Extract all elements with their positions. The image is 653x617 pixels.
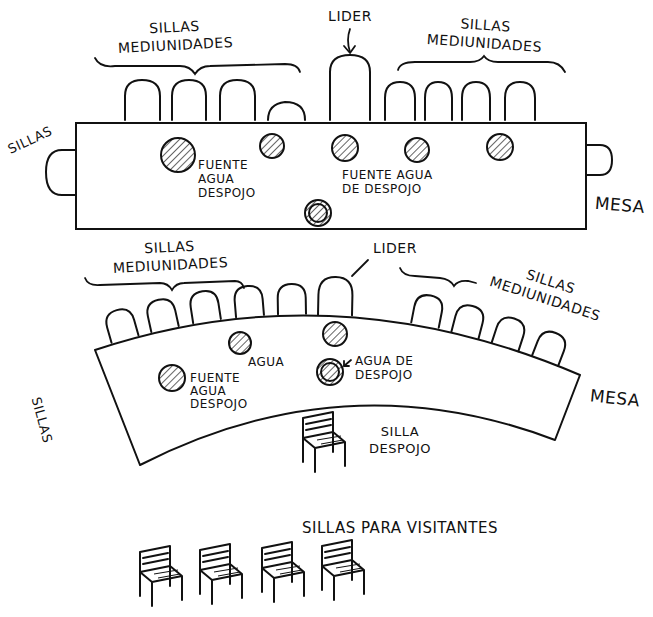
visitor-chairs <box>140 540 364 606</box>
bowls-table-one-part <box>260 134 284 158</box>
plain-label: LIDER <box>373 239 417 257</box>
bowls-table-two-part <box>321 363 339 381</box>
curved-chairs-part <box>318 277 353 316</box>
curved-chairs-part <box>532 328 569 366</box>
bowls-table-one-part <box>161 138 195 172</box>
leader-arrows-part <box>348 29 350 52</box>
top-chairs-part <box>425 82 452 120</box>
bowls-table-one-part <box>487 134 513 160</box>
brackets-part <box>85 278 244 290</box>
curved-chairs-part <box>189 289 221 323</box>
top-chairs-part <box>220 80 255 120</box>
plain-label: SILLAS MEDIUNIDADES <box>116 15 233 57</box>
bowls-table-one-part <box>309 204 327 222</box>
plain-label: SILLAS <box>5 122 55 157</box>
bowls-table-one-part <box>405 138 429 162</box>
bowls-table-two <box>159 322 347 391</box>
curved-chairs-part <box>145 297 179 332</box>
plain-label: MESA <box>594 192 646 218</box>
bowls-table-one-part <box>305 200 331 226</box>
brackets-part <box>398 56 565 72</box>
brackets-part <box>95 58 300 74</box>
table-note: AGUA DE DESPOJO <box>355 354 435 382</box>
curved-chairs-part <box>277 284 306 314</box>
rect-table: FUENTE AGUA DESPOJO FUENTE AGUA DE DESPOJ… <box>75 122 587 230</box>
plain-label: SILLAS PARA VISITANTES <box>302 519 498 538</box>
bowls-table-two-part <box>229 332 251 354</box>
despojo-chair <box>303 412 345 472</box>
table-note: FUENTE AGUA DESPOJO <box>190 372 248 411</box>
bowls-table-two-part <box>323 322 347 346</box>
top-chairs <box>46 55 612 195</box>
bowls-table-one <box>161 134 513 226</box>
table-outline-path <box>95 315 580 465</box>
plain-label: MESA <box>589 384 641 411</box>
plain-label: SILLAS MEDIUNIDADES <box>111 235 228 277</box>
visitor-chairs-part <box>140 546 182 606</box>
table-note: AGUA <box>248 355 284 369</box>
top-chairs-part <box>385 82 415 120</box>
brackets-part <box>400 268 476 286</box>
curved-chairs-part <box>234 285 264 317</box>
leader-arrows <box>344 29 368 366</box>
visitor-chairs-part <box>322 540 364 600</box>
bowls-table-two-part <box>317 359 343 385</box>
leader-arrows-part <box>344 361 349 366</box>
bowls-table-one-part <box>332 135 358 161</box>
visitor-chairs-part <box>262 542 304 602</box>
leader-arrows-part <box>344 46 355 53</box>
plain-label: SILLAS <box>28 395 57 445</box>
curved-chairs-part <box>411 293 444 328</box>
table-note: FUENTE AGUA DESPOJO <box>198 158 256 200</box>
top-chairs-part <box>330 55 370 120</box>
despojo-chair-part <box>303 412 345 472</box>
top-chairs-part <box>268 102 305 120</box>
visitor-chairs-part <box>200 544 242 604</box>
plain-label: SILLAS MEDIUNIDADES <box>426 12 544 56</box>
brackets <box>85 56 565 290</box>
top-chairs-part <box>587 145 612 175</box>
leader-arrows-part <box>352 260 368 276</box>
top-chairs-part <box>125 80 160 120</box>
top-chairs-part <box>505 82 535 120</box>
top-chairs-part <box>46 150 75 195</box>
curved-chairs-part <box>103 306 138 343</box>
table-note: FUENTE AGUA DE DESPOJO <box>342 168 437 196</box>
plain-label: SILLA DESPOJO <box>369 423 431 457</box>
plain-label: LIDER <box>328 7 372 25</box>
plain-label: SILLAS MEDIUNIDADES <box>488 255 609 325</box>
leader-arrows-part <box>344 360 351 366</box>
bowls-table-two-part <box>159 365 185 391</box>
top-chairs-part <box>172 80 206 120</box>
top-chairs-part <box>462 82 490 120</box>
